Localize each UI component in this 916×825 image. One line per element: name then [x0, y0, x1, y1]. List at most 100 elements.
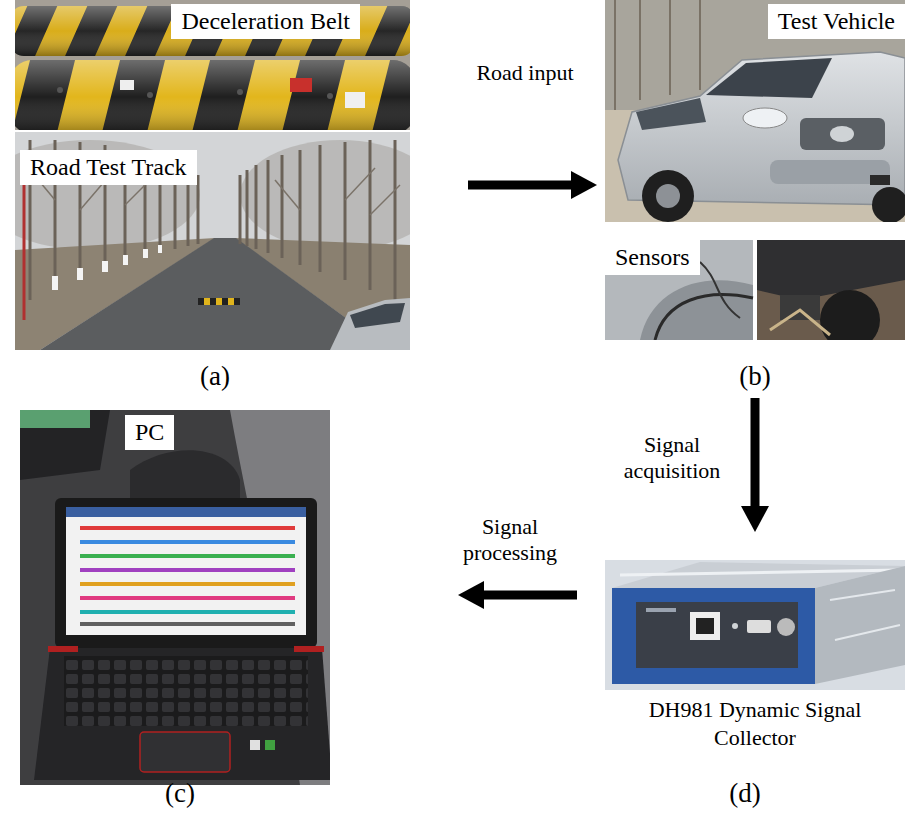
pc-photo-part: [265, 740, 275, 750]
sensors-photo: [605, 240, 905, 340]
test-vehicle-photo-part: [743, 108, 787, 128]
figure-panel: (b) Test VehicleSensors: [600, 0, 910, 395]
photo-caption: PC: [125, 415, 174, 450]
pc-photo-part: [34, 648, 330, 780]
device-caption: DH981 Dynamic Signal Collector: [635, 696, 875, 751]
flow-arrow: [468, 171, 597, 199]
test-vehicle-photo-part: [706, 58, 832, 98]
photo-panel: Deceleration Belt: [15, 0, 410, 130]
arrow-label: Signal processing: [440, 514, 580, 567]
test-vehicle-photo-part: [830, 126, 854, 142]
signal-collector-photo-part: [690, 612, 720, 640]
signal-collector-photo-part: [620, 570, 900, 575]
sensors-photo-part: [770, 310, 830, 335]
road-track-photo-part: [102, 261, 108, 272]
signal-collector-photo-part: [747, 620, 771, 633]
sensors-photo-part: [757, 240, 905, 300]
road-track-photo-part: [52, 276, 58, 290]
deceleration-belt-photo-part: [120, 80, 134, 90]
photo-panel: PC: [20, 410, 330, 785]
road-track-photo: [15, 132, 410, 350]
road-track-photo-part: [299, 150, 302, 265]
road-track-photo-part: [255, 165, 258, 249]
test-vehicle-photo-part: [770, 160, 890, 184]
pc-photo-part: [130, 450, 240, 500]
pc-photo-part: [294, 646, 324, 652]
pc-photo-part: [55, 498, 317, 648]
road-track-photo-part: [77, 268, 83, 280]
flow-arrow: [741, 398, 769, 532]
signal-collector-photo-part: [646, 608, 676, 612]
pc-photo-part: [20, 410, 110, 480]
arrow-head: [741, 506, 769, 532]
figure-panel: (a)Deceleration BeltRoad Test Track: [10, 0, 465, 395]
pc-photo-part: [80, 610, 295, 614]
road-track-photo-part: [198, 298, 240, 305]
flow-arrow: [458, 581, 577, 609]
road-track-photo-part: [123, 255, 128, 265]
test-vehicle-photo: [605, 0, 905, 222]
arrow-label: Road input: [470, 60, 580, 86]
signal-collector-photo-part: [815, 566, 905, 684]
signal-collector-photo-part: [605, 560, 905, 690]
signal-collector-photo: [605, 560, 905, 690]
pc-photo-part: [80, 540, 295, 544]
pc-photo: [20, 410, 330, 785]
sensors-photo-part: [640, 280, 753, 340]
photo-caption: Test Vehicle: [768, 4, 905, 39]
signal-collector-photo-part: [696, 618, 714, 634]
sensors-photo-part: [700, 262, 740, 318]
deceleration-belt-photo: [15, 0, 410, 130]
test-vehicle-photo-part: [699, 0, 701, 90]
road-track-photo-part: [240, 140, 410, 250]
panel-letter: (b): [739, 360, 770, 392]
road-track-photo-part: [197, 175, 200, 244]
test-vehicle-photo-part: [800, 118, 885, 150]
road-track-photo-part: [330, 298, 410, 350]
arrow-shaft: [751, 398, 760, 512]
test-vehicle-photo-part: [669, 0, 671, 95]
pc-photo-part: [80, 568, 295, 572]
road-track-photo-part: [350, 303, 405, 328]
pc-photo-part: [48, 646, 78, 652]
arrow-head: [458, 581, 484, 609]
pc-photo-part: [80, 622, 295, 626]
photo-caption: Road Test Track: [20, 150, 197, 185]
test-vehicle-photo-part: [605, 0, 905, 222]
road-track-photo-part: [394, 140, 397, 300]
photo-panel: Sensors: [605, 240, 905, 340]
road-track-photo-part: [344, 142, 347, 280]
pc-photo-part: [66, 507, 306, 517]
signal-collector-photo-part: [830, 590, 900, 640]
sensors-photo-part: [780, 295, 820, 320]
test-vehicle-photo-part: [656, 184, 680, 208]
signal-collector-photo-part: [636, 602, 798, 668]
arrow-shaft: [468, 181, 577, 190]
test-vehicle-photo-part: [636, 98, 706, 130]
deceleration-belt-photo-part: [237, 89, 243, 95]
photo-caption: Sensors: [605, 240, 700, 275]
road-track-photo-part: [370, 185, 400, 215]
pc-photo-part: [80, 528, 295, 624]
photo-panel: Test Vehicle: [605, 0, 905, 222]
road-track-photo-part: [275, 180, 300, 210]
test-vehicle-photo-part: [870, 175, 890, 185]
road-track-photo-part: [52, 245, 162, 290]
test-vehicle-photo-part: [872, 187, 905, 222]
road-track-photo-part: [143, 249, 148, 258]
deceleration-belt-photo-part: [15, 60, 410, 130]
arrow-head: [571, 171, 597, 199]
photo-panel: DH981 Dynamic Signal Collector: [605, 560, 905, 752]
signal-collector-photo-part: [612, 588, 815, 684]
pc-photo-part: [64, 656, 308, 726]
road-track-photo-part: [239, 175, 242, 244]
pc-photo-part: [80, 554, 295, 558]
road-track-photo-part: [158, 245, 162, 253]
test-vehicle-photo-part: [615, 0, 700, 110]
test-vehicle-photo-part: [639, 0, 641, 100]
figure-panel: (d)DH981 Dynamic Signal Collector: [580, 535, 910, 815]
pc-photo-part: [66, 507, 306, 635]
test-vehicle-photo-part: [614, 0, 616, 110]
pc-photo-part: [80, 582, 295, 586]
